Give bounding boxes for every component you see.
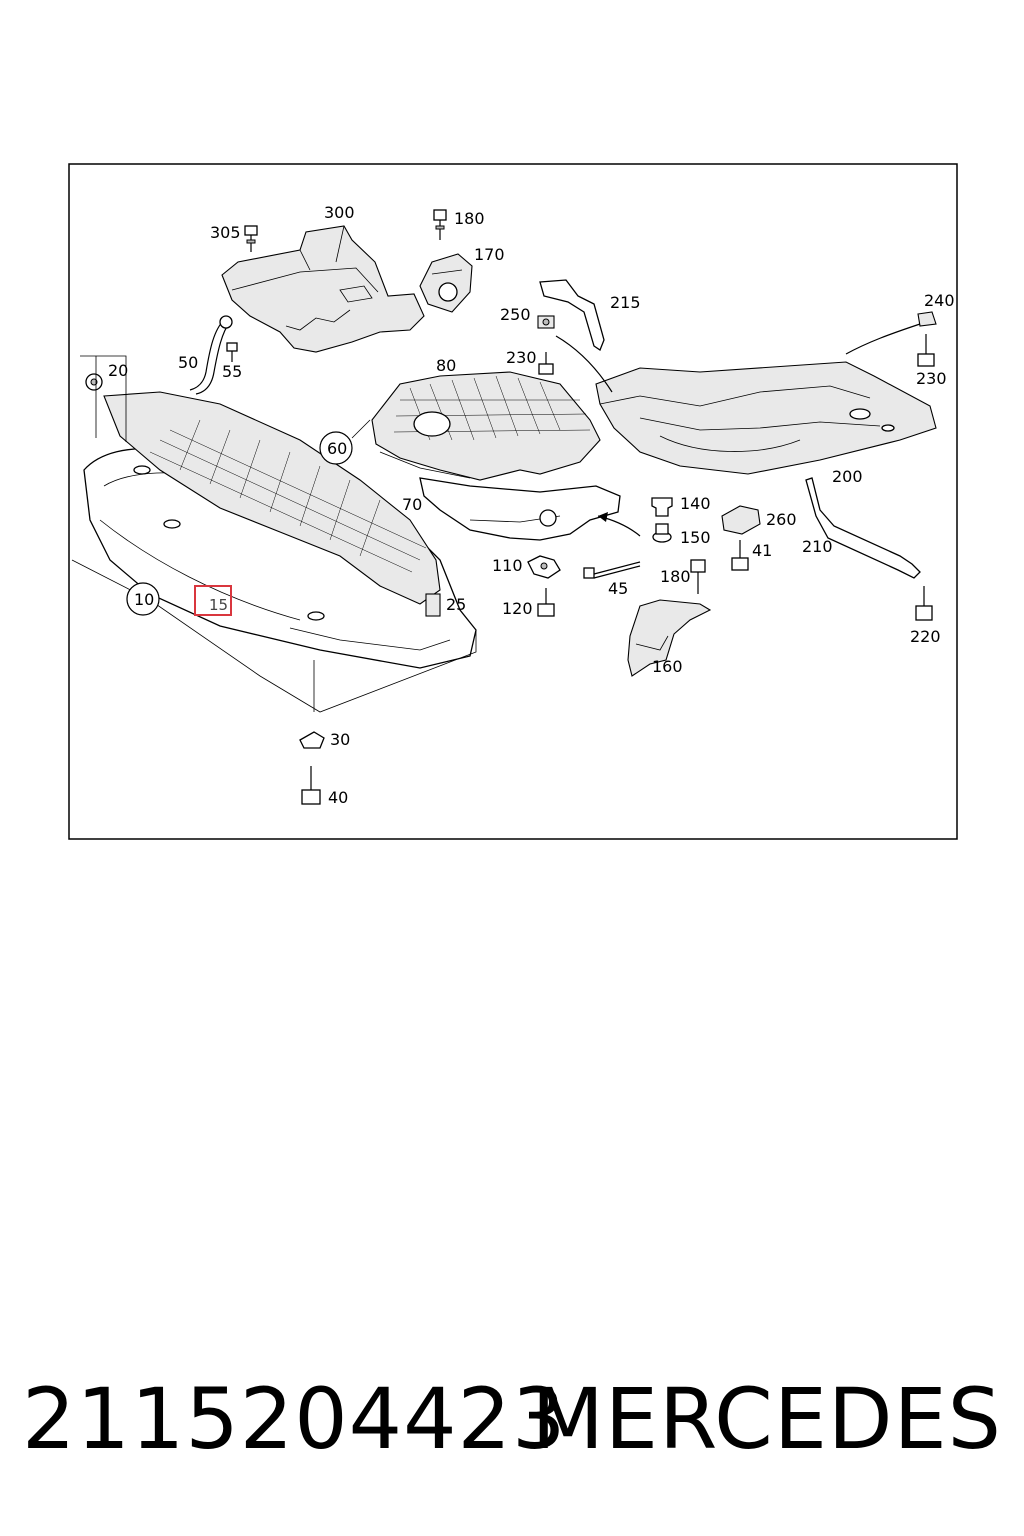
callout-220[interactable]: 220	[910, 627, 941, 646]
leader-box-10	[80, 355, 127, 442]
callout-250[interactable]: 250	[500, 305, 531, 324]
clip-140	[651, 497, 673, 517]
leader-250	[555, 335, 613, 393]
callout-200[interactable]: 200	[832, 467, 863, 486]
callout-180-top[interactable]: 180	[454, 209, 485, 228]
callout-55[interactable]: 55	[222, 362, 242, 381]
leader-60	[351, 419, 371, 439]
screw-230-right	[917, 334, 935, 367]
part-number: 2115204423	[22, 1370, 567, 1468]
callout-210[interactable]: 210	[802, 537, 833, 556]
callout-230-right[interactable]: 230	[916, 369, 947, 388]
callout-50[interactable]: 50	[178, 353, 198, 372]
callout-110[interactable]: 110	[492, 556, 523, 575]
clip-110	[527, 555, 561, 579]
callout-45[interactable]: 45	[608, 579, 628, 598]
callout-140[interactable]: 140	[680, 494, 711, 513]
bolt-55	[226, 342, 238, 362]
callout-41[interactable]: 41	[752, 541, 772, 560]
screw-120	[537, 588, 555, 617]
middle-tray-80	[371, 371, 601, 481]
highlight-box-15	[194, 585, 232, 616]
clip-25	[425, 593, 441, 617]
callout-60[interactable]: 60	[327, 439, 347, 458]
pad-260	[721, 505, 761, 535]
callout-260[interactable]: 260	[766, 510, 797, 529]
callout-40[interactable]: 40	[328, 788, 348, 807]
bracket-170	[419, 253, 473, 313]
clip-250	[537, 315, 555, 329]
bracket-210	[805, 477, 921, 579]
callout-80[interactable]: 80	[436, 356, 456, 375]
callout-10[interactable]: 10	[134, 590, 154, 609]
callout-170[interactable]: 170	[474, 245, 505, 264]
screw-220	[915, 586, 933, 621]
callout-circle-10	[126, 582, 160, 616]
brand-name: MERCEDES	[531, 1370, 1002, 1468]
cable-tie-45	[583, 561, 641, 579]
clip-240	[917, 311, 937, 327]
bracket-215	[539, 279, 605, 351]
bolt-305	[244, 225, 258, 252]
callout-25[interactable]: 25	[446, 595, 466, 614]
callout-230-left[interactable]: 230	[506, 348, 537, 367]
lower-tray-70	[419, 477, 621, 541]
callout-180-bottom[interactable]: 180	[660, 567, 691, 586]
strap-50	[189, 315, 233, 395]
arrowhead-70	[598, 512, 608, 522]
parts-diagram: 15 305 300 180 170 215 240 250 230 230 5…	[68, 163, 958, 840]
clip-20	[85, 373, 103, 391]
callout-70[interactable]: 70	[402, 495, 422, 514]
bolt-180-top	[433, 209, 447, 240]
footer: 2115204423 MERCEDES	[0, 1370, 1024, 1480]
callout-30[interactable]: 30	[330, 730, 350, 749]
callout-240[interactable]: 240	[924, 291, 955, 310]
callout-150[interactable]: 150	[680, 528, 711, 547]
callout-160[interactable]: 160	[652, 657, 683, 676]
bolt-180-bottom	[690, 559, 706, 594]
callout-300[interactable]: 300	[324, 203, 355, 222]
grommet-150	[652, 523, 672, 543]
screw-40	[301, 766, 321, 805]
callout-215[interactable]: 215	[610, 293, 641, 312]
screw-230-left	[538, 352, 554, 375]
engine-cover-300	[221, 225, 425, 353]
callout-120[interactable]: 120	[502, 599, 533, 618]
underbody-panel-200	[595, 361, 937, 475]
callout-circle-60	[319, 431, 353, 465]
callout-305[interactable]: 305	[210, 223, 241, 242]
leader-240	[845, 323, 921, 355]
callout-20[interactable]: 20	[108, 361, 128, 380]
highlighted-callout-15[interactable]: 15	[209, 596, 228, 614]
nut-30	[299, 731, 325, 749]
screw-41	[731, 540, 749, 571]
shield-160	[627, 599, 712, 677]
diagram-frame	[68, 163, 958, 840]
